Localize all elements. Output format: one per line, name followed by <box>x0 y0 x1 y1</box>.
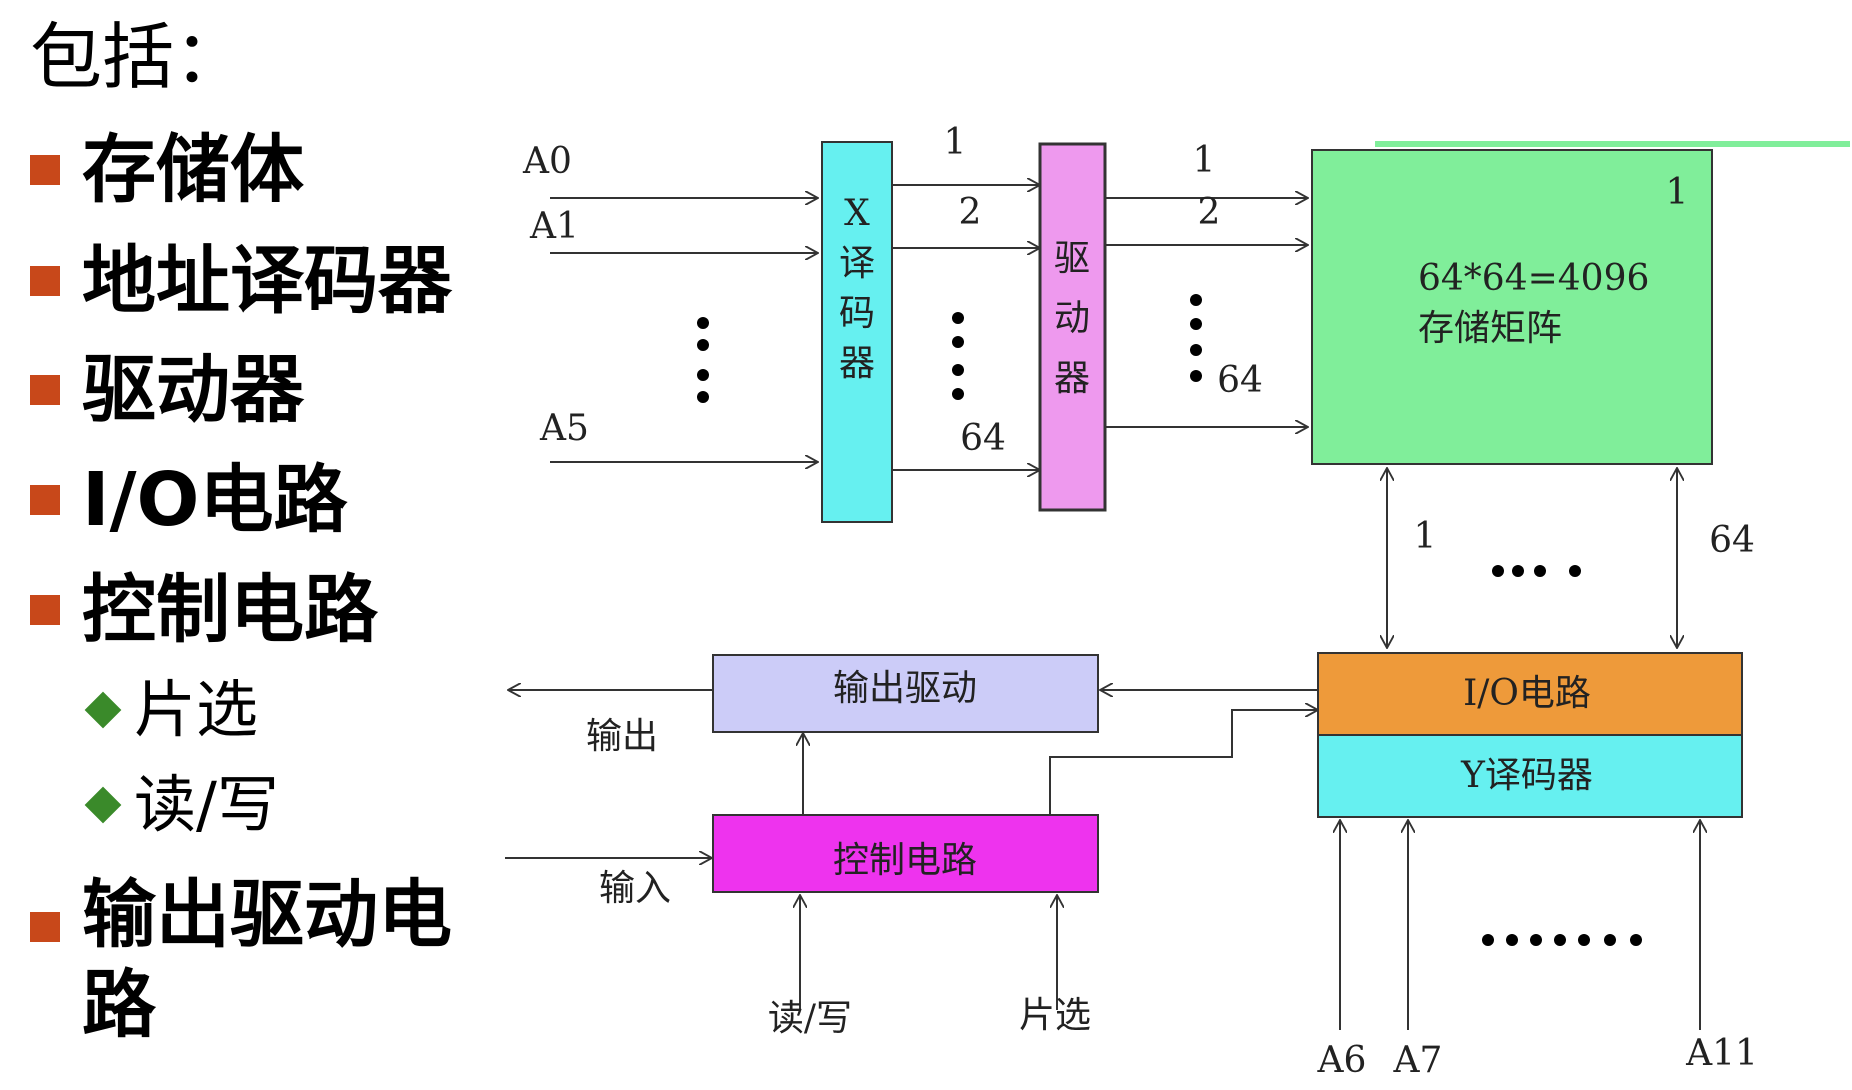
ellipsis-dot <box>1578 934 1590 946</box>
driver-label: 动 <box>1054 298 1090 339</box>
matrix-label: 存储矩阵 <box>1418 308 1562 349</box>
bullet-square-icon <box>30 485 60 515</box>
bullet-item: 输出驱动电 路 <box>30 870 452 1050</box>
ellipsis-dot <box>1630 934 1642 946</box>
ellipsis-dot <box>697 339 709 351</box>
ellipsis-dot <box>1512 565 1524 577</box>
a5-label: A5 <box>539 408 589 449</box>
decoder-line-label: 64 <box>960 418 1006 459</box>
sub-bullet-item: 读/写 <box>84 765 279 845</box>
x-decoder-label: X <box>844 193 870 234</box>
ellipsis-dot <box>1190 318 1202 330</box>
sub-bullet-label: 读/写 <box>134 768 279 841</box>
bullet-item: I/O电路 <box>30 455 347 545</box>
ellipsis-dot <box>1190 294 1202 306</box>
output-driver-box <box>712 654 1099 733</box>
ellipsis-dot <box>952 336 964 348</box>
driver-line-label: 2 <box>1198 192 1221 233</box>
ellipsis-dot <box>1530 934 1542 946</box>
x-decoder-label: 译 <box>839 243 875 284</box>
output-driver-label: 输出驱动 <box>833 668 977 709</box>
ellipsis-dot <box>697 391 709 403</box>
sub-bullet-label: 片选 <box>134 673 259 746</box>
bullet-item: 地址译码器 <box>30 236 452 326</box>
driver-line-label: 1 <box>1193 140 1216 181</box>
ellipsis-dot <box>697 369 709 381</box>
bullet-label: 存储体 <box>82 127 304 213</box>
a7-label: A7 <box>1393 1040 1443 1081</box>
y-decoder-box <box>1317 734 1743 818</box>
matrix-corner-label: 1 <box>1666 172 1689 213</box>
x-decoder-box <box>821 141 893 523</box>
bullet-square-icon <box>30 912 60 942</box>
ellipsis-dot <box>1604 934 1616 946</box>
decoder-line-label: 2 <box>959 192 982 233</box>
ellipsis-dot <box>697 317 709 329</box>
bullet-label: 输出驱动电 路 <box>82 870 452 1050</box>
output-label: 输出 <box>586 716 658 757</box>
driver-line-label: 64 <box>1217 360 1263 401</box>
input-label: 输入 <box>599 868 671 909</box>
ellipsis-dot <box>1190 370 1202 382</box>
ellipsis-dot <box>1534 565 1546 577</box>
driver-box <box>1038 142 1107 512</box>
ellipsis-dot <box>952 312 964 324</box>
a0-label: A0 <box>522 141 572 182</box>
bullet-label-line: 输出驱动电 <box>82 872 452 958</box>
ellipsis-dot <box>1506 934 1518 946</box>
y-decoder-label: Y译码器 <box>1460 755 1593 796</box>
bullet-label: 地址译码器 <box>82 238 452 324</box>
bullet-item: 控制电路 <box>30 565 378 655</box>
bullet-square-icon <box>30 266 60 296</box>
decoder-line-label: 1 <box>944 122 967 163</box>
bullet-item: 存储体 <box>30 125 304 215</box>
a1-label: A1 <box>529 206 579 247</box>
ellipsis-dot <box>1482 934 1494 946</box>
control-circuit-label: 控制电路 <box>833 840 977 881</box>
a6-label: A6 <box>1317 1040 1367 1081</box>
bullet-item: 驱动器 <box>30 345 304 435</box>
ellipsis-dot <box>952 364 964 376</box>
bullet-square-icon <box>30 595 60 625</box>
x-decoder-label: 码 <box>839 293 875 334</box>
ellipsis-dot <box>1190 344 1202 356</box>
column-line-label: 1 <box>1414 516 1437 557</box>
chip-select-label: 片选 <box>1019 995 1091 1036</box>
control-to-io-line <box>1049 710 1318 815</box>
bullet-label: 控制电路 <box>82 567 378 653</box>
driver-label: 器 <box>1054 358 1090 399</box>
bullet-square-icon <box>30 155 60 185</box>
x-decoder-label: 器 <box>839 343 875 384</box>
read-write-label: 读/写 <box>768 998 852 1039</box>
matrix-label: 64*64=4096 <box>1418 258 1649 299</box>
sub-bullet-item: 片选 <box>84 670 259 750</box>
a11-label: A11 <box>1685 1033 1758 1074</box>
ellipsis-dot <box>1569 565 1581 577</box>
column-line-label: 64 <box>1709 520 1755 561</box>
control-circuit-box <box>712 814 1099 893</box>
driver-label: 驱 <box>1054 238 1090 279</box>
ellipsis-dot <box>1554 934 1566 946</box>
io-circuit-label: I/O电路 <box>1463 673 1591 714</box>
bullet-label: 驱动器 <box>82 347 304 433</box>
page-title: 包括： <box>30 15 247 99</box>
ellipsis-dot <box>952 388 964 400</box>
bullet-label: I/O电路 <box>82 457 348 543</box>
bullet-label-line: 路 <box>82 962 156 1048</box>
io-circuit-box <box>1317 652 1743 736</box>
ellipsis-dot <box>1492 565 1504 577</box>
bullet-square-icon <box>30 375 60 405</box>
storage-matrix-box <box>1311 149 1713 465</box>
